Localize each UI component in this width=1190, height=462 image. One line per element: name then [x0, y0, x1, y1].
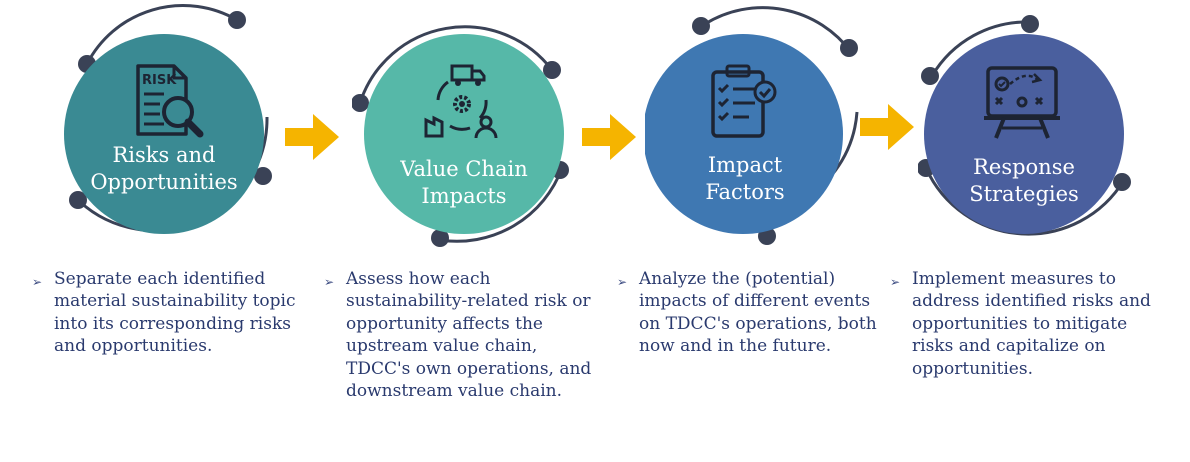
bullet-arrow-icon: ➢: [890, 275, 901, 289]
bullet-arrow-icon: ➢: [32, 275, 43, 289]
step-4-title: Response Strategies: [969, 155, 1079, 206]
step-3-ring: [645, 6, 859, 245]
risk-document-magnifier-icon: RISK: [136, 64, 204, 138]
step-4-ring: [918, 15, 1131, 236]
step-2-circle: [364, 34, 564, 234]
step-1-bullet: ➢ Separate each identified material sust…: [32, 269, 296, 357]
step-4-bullet: ➢ Implement measures to address identifi…: [890, 269, 1151, 379]
step-3-title: Impact Factors: [705, 153, 785, 204]
step-2-ring: [352, 25, 569, 247]
step-impact-factors: Impact Factors ➢ Analyze the (potential)…: [617, 0, 945, 462]
value-chain-cycle-icon: [424, 64, 498, 139]
step-2-bullet: ➢ Assess how each sustainability-related…: [324, 269, 592, 402]
flow-arrow-3: [860, 104, 914, 150]
step-risks-and-opportunities: RISK Risks and Opportunities ➢ Separate …: [32, 0, 360, 462]
bullet-arrow-icon: ➢: [324, 275, 335, 289]
step-4-circle: [924, 34, 1124, 234]
svg-text:RISK: RISK: [142, 73, 177, 88]
bullet-arrow-icon: ➢: [617, 275, 628, 289]
flow-arrow-2: [582, 114, 636, 160]
flow-arrow-1: [285, 114, 339, 160]
step-value-chain-impacts: Value Chain Impacts ➢ Assess how each su…: [324, 0, 652, 462]
step-3-circle: [645, 34, 843, 234]
step-3-bullet: ➢ Analyze the (potential) impacts of dif…: [617, 269, 877, 357]
step-response-strategies: Response Strategies ➢ Implement measures…: [890, 0, 1190, 462]
checklist-clipboard-icon: [711, 64, 777, 138]
strategy-board-icon: [984, 66, 1060, 139]
step-1-title: Risks and Opportunities: [90, 143, 238, 194]
step-2-title: Value Chain Impacts: [400, 157, 528, 208]
